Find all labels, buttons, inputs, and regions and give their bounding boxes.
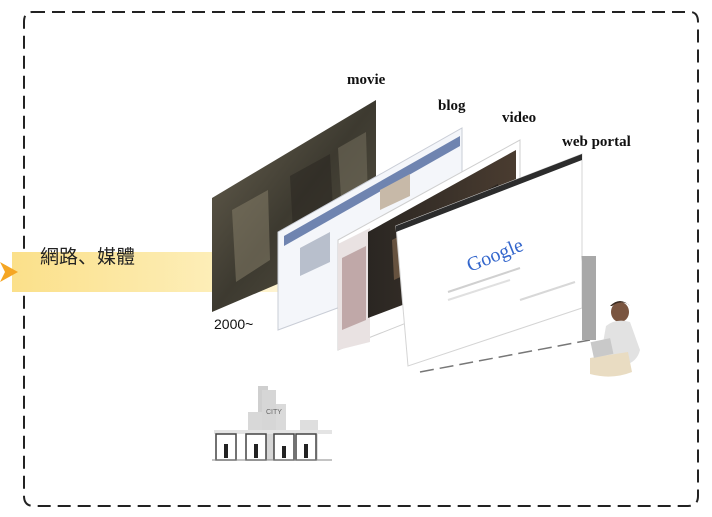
layer-web-portal	[395, 153, 583, 367]
label-movie: movie	[347, 72, 386, 88]
person-laptop-icon	[590, 301, 640, 377]
arrow-right-icon	[0, 262, 18, 282]
projection-line-bottom	[419, 339, 591, 373]
screen-bar	[582, 256, 596, 340]
city-label: CITY	[266, 409, 282, 416]
label-year: 2000~	[214, 316, 254, 332]
label-flow: 網路、媒體	[40, 246, 136, 268]
label-blog: blog	[438, 98, 466, 114]
city-skyline-icon	[212, 386, 332, 461]
label-web-portal: web portal	[562, 134, 631, 150]
label-video: video	[502, 110, 537, 126]
dashed-border	[23, 11, 699, 507]
